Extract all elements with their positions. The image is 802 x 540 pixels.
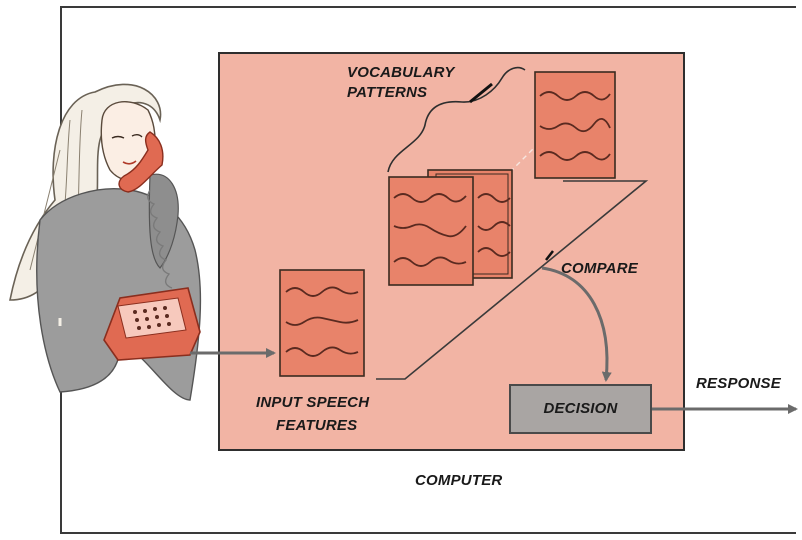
decision-label: DECISION xyxy=(511,386,650,432)
vocabulary-link-dashed xyxy=(510,144,538,172)
vocabulary-pattern-card xyxy=(389,177,473,285)
input-speech-label-line1: INPUT SPEECH xyxy=(256,393,369,413)
vocabulary-label-line1: VOCABULARY xyxy=(347,63,455,83)
compare-to-decision-arrow xyxy=(542,268,607,380)
vocabulary-label-line2: PATTERNS xyxy=(347,83,427,103)
decision-box: DECISION xyxy=(509,384,652,434)
input-speech-label-line2: FEATURES xyxy=(276,416,357,436)
compare-label: COMPARE xyxy=(561,259,638,279)
vocabulary-pattern-card-top xyxy=(535,72,615,178)
computer-label: COMPUTER xyxy=(415,471,502,491)
response-label: RESPONSE xyxy=(696,374,781,394)
woman-on-telephone-illustration xyxy=(10,84,200,400)
input-speech-card xyxy=(280,270,364,376)
